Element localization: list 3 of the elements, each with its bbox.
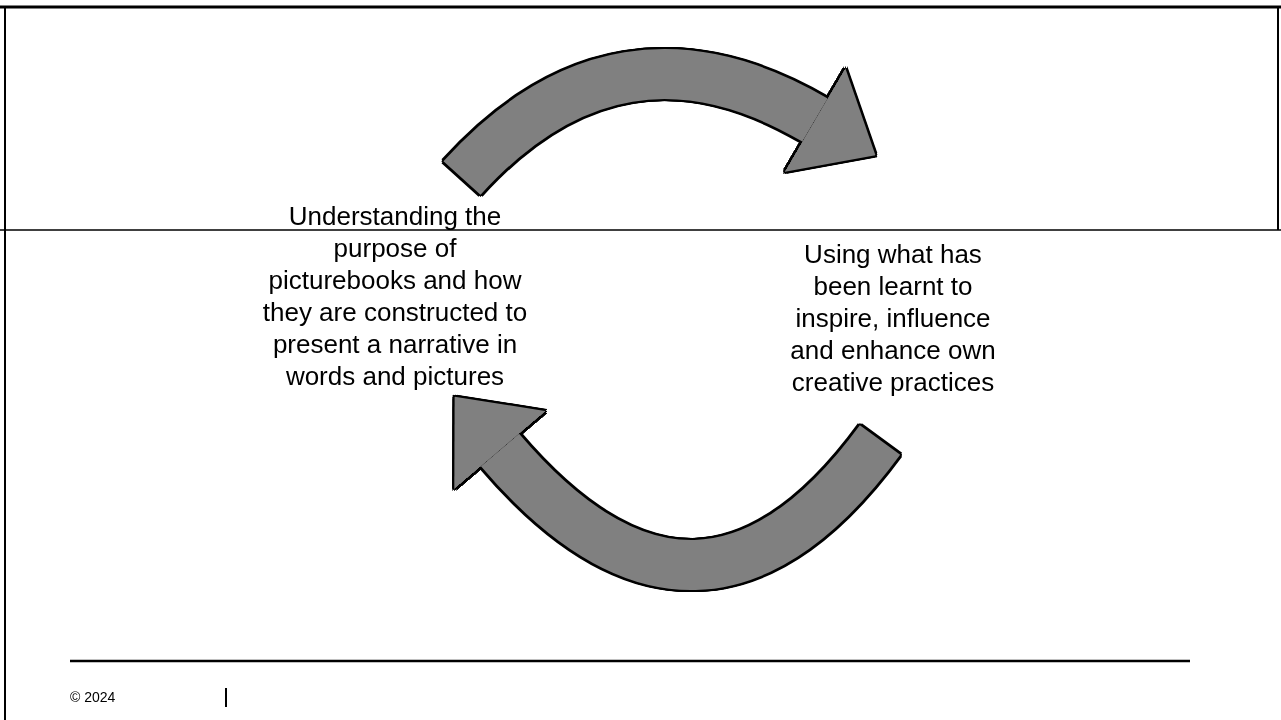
- footer-text: © 2024: [70, 689, 116, 705]
- step-text: Understanding the purpose of picturebooks and how they are constructed to present a narrative in words and pictures: [261, 200, 529, 392]
- step-text: Using what has been learnt to inspire, influence and enhance own creative practices: [789, 238, 997, 398]
